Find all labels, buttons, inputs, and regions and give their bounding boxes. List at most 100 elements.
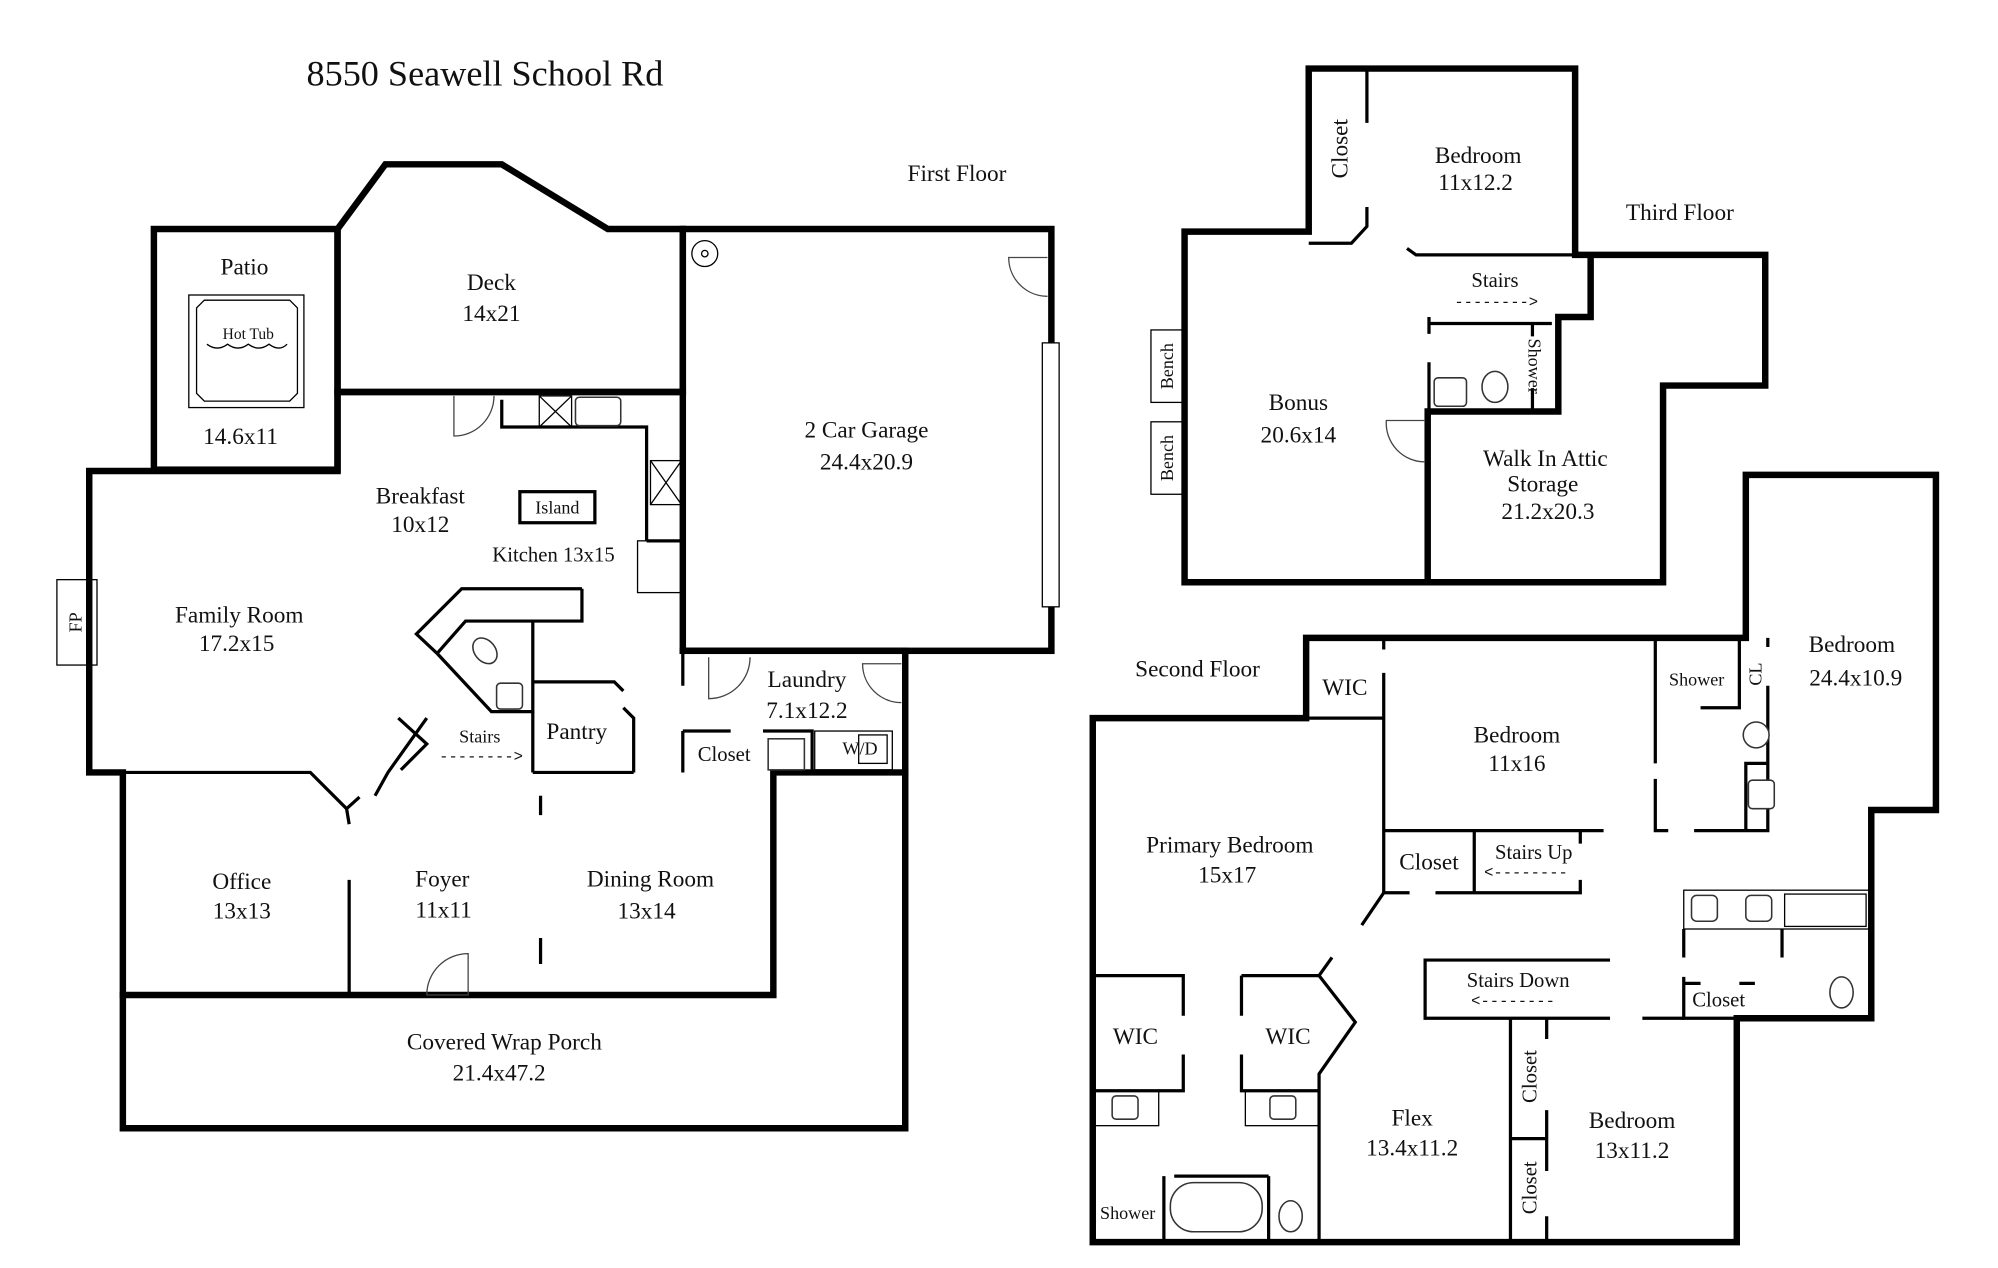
foyer-dividers [122, 717, 543, 995]
fireplace-box [56, 579, 98, 666]
laundry-size: 7.1x12.2 [766, 698, 847, 724]
plan-title: 8550 Seawell School Rd [307, 53, 664, 93]
third-stairs-arrow: --------> [1454, 294, 1538, 312]
primary-toilet-icon [1278, 1199, 1304, 1233]
range-icon [649, 459, 683, 506]
third-floor-interior [1308, 68, 1576, 412]
closet-pair-walls [1508, 1018, 1549, 1243]
third-bedroom-size: 11x12.2 [1438, 170, 1513, 196]
front-door[interactable] [426, 952, 469, 996]
dishwasher-cross-icon [538, 395, 573, 428]
laundry-name: Laundry [768, 667, 847, 693]
kitchen-label: Kitchen 13x15 [492, 545, 614, 567]
water-heater-icon [691, 240, 719, 268]
stairs-rail [397, 716, 430, 772]
island-box [518, 490, 597, 525]
flex-name: Flex [1391, 1106, 1433, 1132]
dining-name: Dining Room [587, 866, 714, 892]
family-room-size: 17.2x15 [199, 631, 275, 657]
primary-vanity-right [1244, 1090, 1320, 1127]
bench-box-2 [1150, 421, 1184, 495]
hall-bath-walls [1682, 929, 1784, 1020]
washer-dryer-box [814, 730, 893, 771]
utility-sink-icon [767, 738, 806, 771]
stairs-down-label: Stairs Down [1467, 970, 1570, 992]
bath-sink-icon [1747, 779, 1776, 810]
primary-sink-left-icon [1111, 1095, 1139, 1120]
hot-tub-icon [195, 299, 299, 402]
bedroom-right-name: Bedroom [1809, 632, 1896, 658]
wic-top-label: WIC [1322, 675, 1367, 701]
attic-size: 21.2x20.3 [1501, 499, 1594, 525]
kitchen-back-door[interactable] [453, 395, 495, 437]
third-floor-label: Third Floor [1626, 200, 1734, 226]
third-toilet-icon [1481, 370, 1509, 404]
dryer-icon [858, 734, 888, 765]
second-floor-top-interior [1306, 637, 1770, 893]
patio-name: Patio [221, 254, 269, 280]
bedroom-right-size: 24.4x10.9 [1809, 666, 1902, 692]
garage-side-door[interactable] [1008, 256, 1048, 297]
washer-dryer-label: W/D [842, 738, 877, 758]
patio-size: 14.6x11 [203, 424, 278, 450]
third-stairs-label: Stairs [1471, 270, 1518, 292]
closet-mid-label: Closet [1399, 849, 1459, 875]
range-burner-icon [649, 460, 683, 505]
second-floor: Second Floor WIC Bedroom 11x16 Shower CL… [1089, 471, 1940, 1246]
garage-name: 2 Car Garage [804, 417, 928, 443]
bathtub-icon [1783, 893, 1867, 928]
third-sink-icon [1433, 377, 1468, 408]
bedroom-bottom-size: 13x11.2 [1595, 1138, 1670, 1164]
laundry-closet-label: Closet [698, 744, 751, 766]
primary-vanity-left [1092, 1090, 1160, 1127]
stairs-down-arrow: <-------- [1471, 992, 1555, 1010]
bath-toilet-icon [1742, 721, 1770, 749]
soaking-tub-icon [1169, 1181, 1263, 1233]
attic-door[interactable] [1385, 419, 1426, 463]
island-label: Island [535, 498, 579, 518]
deck-size: 14x21 [462, 301, 520, 327]
vanity-sink-2-icon [1745, 894, 1773, 923]
closet-v1-label: Closet [1519, 1050, 1541, 1103]
fireplace-label: FP [65, 612, 85, 632]
office-size: 13x13 [213, 899, 271, 925]
cl-label: CL [1745, 663, 1765, 686]
foyer-size: 11x11 [415, 897, 471, 923]
laundry-door[interactable] [708, 657, 751, 700]
bench-label-2: Bench [1157, 435, 1177, 481]
office-name: Office [212, 869, 271, 895]
bedroom-bottom-name: Bedroom [1589, 1108, 1676, 1134]
stairs-label: Stairs [459, 727, 500, 747]
flex-size: 13.4x11.2 [1366, 1135, 1458, 1161]
shower-primary-label: Shower [1100, 1203, 1155, 1223]
wic-right-label: WIC [1265, 1024, 1310, 1050]
shower-top-label: Shower [1669, 670, 1724, 690]
stairs-up-arrow: <-------- [1484, 864, 1568, 882]
attic-name-2: Storage [1507, 472, 1578, 498]
third-shower-label: Shower [1525, 339, 1545, 394]
vanity-sink-1-icon [1690, 894, 1719, 923]
deck-name: Deck [467, 270, 516, 296]
wic-walls [1092, 956, 1358, 1243]
bedroom-mid-name: Bedroom [1474, 723, 1561, 749]
stairs-arrow: --------> [439, 748, 523, 766]
sink-icon [495, 682, 524, 710]
family-room-name: Family Room [175, 602, 304, 628]
stairs-down-walls [1423, 958, 1684, 1020]
wic-left-label: WIC [1113, 1024, 1158, 1050]
laundry-walls [681, 650, 814, 773]
hot-tub-label: Hot Tub [223, 326, 275, 343]
bench-box-1 [1150, 329, 1184, 404]
second-floor-label: Second Floor [1135, 657, 1260, 683]
water-heater-center-icon [700, 249, 709, 258]
pantry-walls [531, 680, 636, 775]
breakfast-size: 10x12 [391, 512, 449, 538]
bonus-name: Bonus [1269, 390, 1328, 416]
third-floor: Third Floor Closet Bedroom 11x12.2 Stair… [1150, 65, 1769, 586]
stairs-up-label: Stairs Up [1495, 842, 1573, 864]
water-wave-icon [206, 343, 288, 349]
laundry-garage-door[interactable] [861, 663, 902, 704]
main-house-walls [85, 388, 909, 999]
third-closet-label: Closet [1328, 119, 1354, 179]
